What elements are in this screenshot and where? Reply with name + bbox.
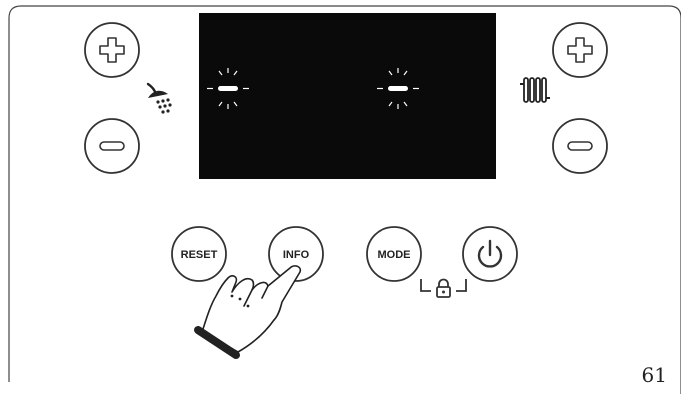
dhw-minus-button[interactable] (85, 119, 139, 173)
info-label: INFO (283, 249, 310, 261)
reset-button[interactable]: RESET (172, 227, 226, 281)
mode-label: MODE (378, 249, 411, 261)
padlock-icon (437, 280, 450, 298)
reset-label: RESET (181, 249, 218, 261)
key-lock-indicator (421, 279, 466, 297)
lcd-display (199, 13, 496, 179)
heating-plus-button[interactable] (553, 23, 607, 77)
minus-icon (568, 142, 592, 150)
power-button[interactable] (463, 227, 517, 281)
shower-icon (148, 84, 172, 114)
radiator-icon (520, 78, 550, 102)
heating-minus-button[interactable] (553, 119, 607, 173)
page-number: 61 (642, 363, 667, 387)
hand-pointer-icon (198, 266, 300, 355)
mode-button[interactable]: MODE (367, 227, 421, 281)
minus-icon (100, 142, 124, 150)
dhw-plus-button[interactable] (85, 23, 139, 77)
